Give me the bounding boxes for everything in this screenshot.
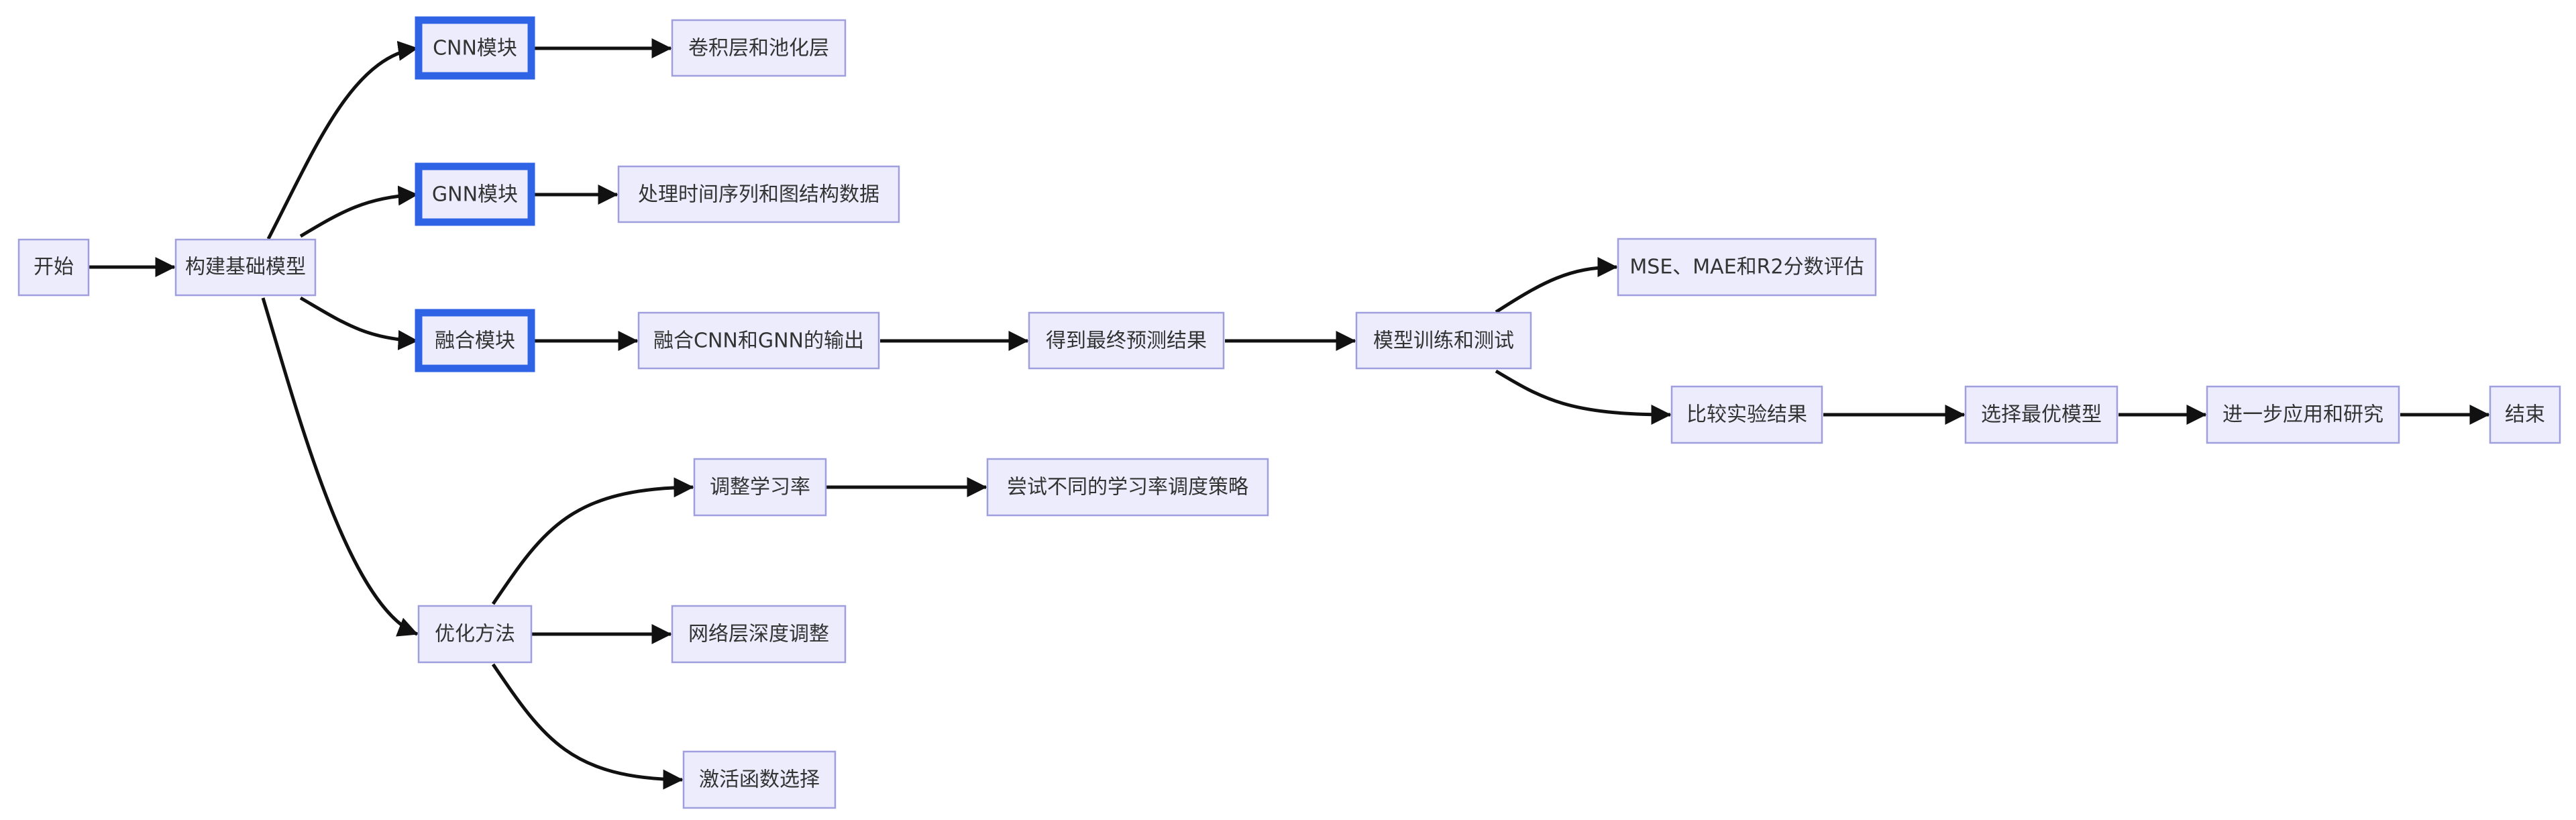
node-activation[interactable]: 激活函数选择 xyxy=(682,750,837,809)
node-train-test[interactable]: 模型训练和测试 xyxy=(1355,311,1532,370)
edge-train-test-to-compare xyxy=(1495,369,1672,425)
node-end[interactable]: 结束 xyxy=(2489,385,2561,444)
node-final-prediction[interactable]: 得到最终预测结果 xyxy=(1028,311,1225,370)
node-activation-label: 激活函数选择 xyxy=(699,768,820,792)
node-gnn-module-label: GNN模块 xyxy=(432,183,518,207)
node-optimize[interactable]: 优化方法 xyxy=(417,605,533,664)
node-timeseries-graph[interactable]: 处理时间序列和图结构数据 xyxy=(617,165,900,223)
node-base-model-label: 构建基础模型 xyxy=(185,256,306,279)
node-apply-research[interactable]: 进一步应用和研究 xyxy=(2206,385,2400,444)
node-train-test-label: 模型训练和测试 xyxy=(1373,329,1514,353)
edge-base-model-to-gnn-module xyxy=(299,185,419,238)
node-fusion-module[interactable]: 融合模块 xyxy=(415,309,535,372)
node-base-model[interactable]: 构建基础模型 xyxy=(174,238,317,297)
node-end-label: 结束 xyxy=(2505,403,2545,427)
node-compare[interactable]: 比较实验结果 xyxy=(1670,385,1823,444)
edge-train-test-to-metrics xyxy=(1495,257,1618,314)
node-lr-schedule-label: 尝试不同的学习率调度策略 xyxy=(1007,476,1248,499)
edge-optimize-to-learning-rate xyxy=(491,477,694,605)
edge-base-model-to-cnn-module xyxy=(266,40,419,240)
node-fusion-module-label: 融合模块 xyxy=(435,329,515,353)
node-fuse-output-label: 融合CNN和GNN的输出 xyxy=(653,329,864,353)
node-start-label: 开始 xyxy=(34,256,74,279)
node-gnn-module[interactable]: GNN模块 xyxy=(415,162,535,226)
node-fuse-output[interactable]: 融合CNN和GNN的输出 xyxy=(637,311,880,370)
node-cnn-module-label: CNN模块 xyxy=(433,37,517,60)
edges xyxy=(89,38,2490,790)
node-select-best-label: 选择最优模型 xyxy=(1981,403,2102,427)
node-learning-rate-label: 调整学习率 xyxy=(710,476,810,499)
node-metrics-label: MSE、MAE和R2分数评估 xyxy=(1629,256,1864,279)
node-depth-label: 网络层深度调整 xyxy=(688,623,829,646)
nodes: 开始 构建基础模型 CNN模块 卷积层和池化层 GNN模块 处理时间序列和图结构… xyxy=(17,16,2561,809)
node-final-prediction-label: 得到最终预测结果 xyxy=(1046,329,1207,353)
node-conv-pool-label: 卷积层和池化层 xyxy=(688,37,829,60)
node-start[interactable]: 开始 xyxy=(17,238,90,297)
node-timeseries-graph-label: 处理时间序列和图结构数据 xyxy=(638,183,879,207)
node-cnn-module[interactable]: CNN模块 xyxy=(415,16,535,80)
node-optimize-label: 优化方法 xyxy=(435,623,515,646)
node-learning-rate[interactable]: 调整学习率 xyxy=(693,458,827,517)
edge-optimize-to-activation xyxy=(491,663,684,790)
node-conv-pool[interactable]: 卷积层和池化层 xyxy=(671,19,847,77)
node-metrics[interactable]: MSE、MAE和R2分数评估 xyxy=(1617,238,1877,297)
node-lr-schedule[interactable]: 尝试不同的学习率调度策略 xyxy=(986,458,1269,517)
node-select-best[interactable]: 选择最优模型 xyxy=(1964,385,2118,444)
edge-base-model-to-optimize xyxy=(261,297,419,637)
node-depth[interactable]: 网络层深度调整 xyxy=(671,605,847,664)
edge-base-model-to-fusion-module xyxy=(299,296,419,350)
node-compare-label: 比较实验结果 xyxy=(1686,403,1807,427)
node-apply-research-label: 进一步应用和研究 xyxy=(2222,403,2383,427)
